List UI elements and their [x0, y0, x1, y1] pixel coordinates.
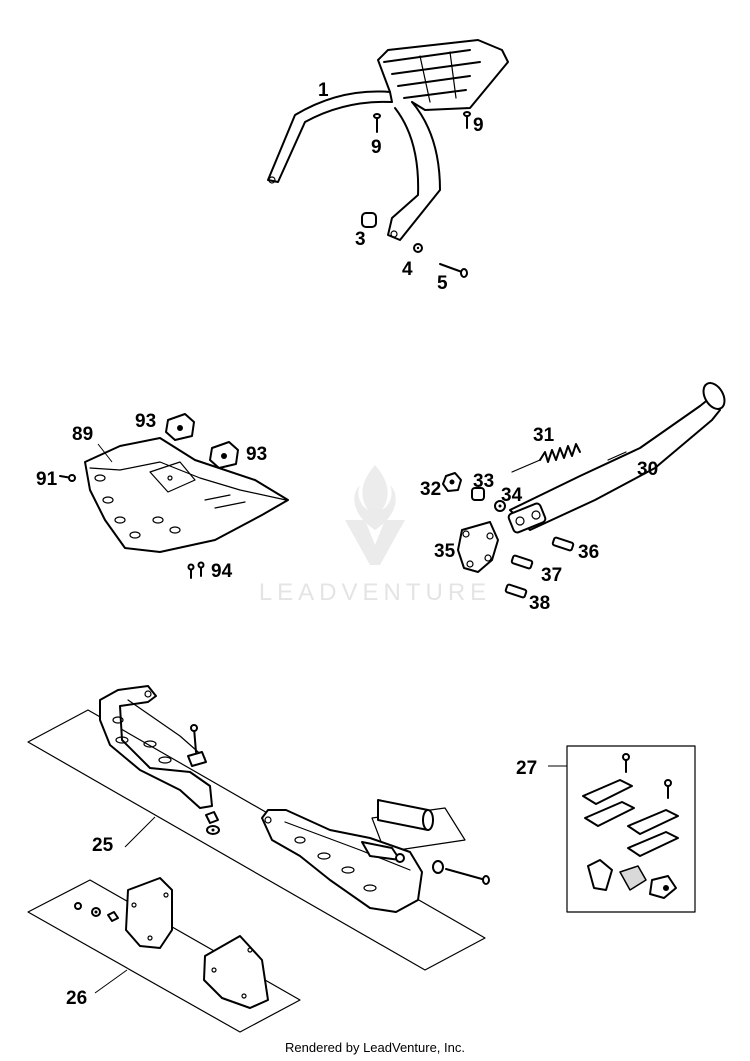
handlebar-section: [371, 799, 466, 853]
skid-plate: [84, 437, 289, 553]
bushing-33: [471, 487, 485, 501]
washer-4: [413, 243, 423, 253]
callout-37: 37: [541, 565, 562, 586]
clamp-set-left: [582, 753, 635, 827]
bolt-9-left: [373, 113, 381, 133]
bolt-9-right: [463, 111, 471, 129]
hand-guard-left-fasteners: [205, 811, 220, 835]
bolt-36: [551, 536, 575, 552]
v-logo-icon: [345, 520, 405, 565]
callout-9-right: 9: [473, 115, 484, 136]
watermark-text: LEADVENTURE: [259, 579, 491, 606]
spacer-3: [361, 212, 377, 228]
callout-5: 5: [437, 273, 448, 294]
bracket-93-top: [165, 413, 195, 441]
callout-31: 31: [533, 425, 555, 446]
nut-32: [442, 472, 462, 492]
leadventure-watermark: LEADVENTURE: [259, 465, 491, 606]
callout-36: 36: [578, 542, 599, 563]
deflector-right: [203, 935, 269, 1009]
deflector-left: [125, 877, 173, 949]
callout-1: 1: [318, 80, 329, 101]
callout-38: 38: [529, 593, 550, 614]
side-stand: [507, 382, 726, 534]
bolt-38: [504, 583, 528, 599]
footer-credit: Rendered by LeadVenture, Inc.: [285, 1040, 465, 1055]
callout-26: 26: [66, 988, 87, 1009]
callout-89: 89: [72, 424, 93, 445]
callout-34: 34: [501, 485, 523, 506]
hand-guard-kit-25: [27, 709, 486, 971]
hand-guard-right: [261, 809, 423, 913]
callout-25: 25: [92, 835, 114, 856]
callout-91: 91: [36, 469, 58, 490]
hand-guard-right-bolt: [432, 860, 490, 885]
screws-94: [187, 561, 205, 579]
flame-logo-icon: [354, 465, 396, 530]
callout-9-left: 9: [371, 137, 382, 158]
rear-carrier-rack: [267, 39, 509, 241]
callout-93-right: 93: [246, 444, 267, 465]
spring-31: [511, 443, 581, 473]
clamp-inserts: [587, 859, 677, 899]
screw-91: [59, 474, 76, 482]
callout-94: 94: [211, 561, 233, 582]
stand-bracket-35: [457, 521, 499, 573]
deflector-fasteners: [74, 902, 119, 922]
bolt-5: [439, 263, 468, 278]
clamp-set-right: [627, 779, 679, 857]
callout-33: 33: [473, 471, 494, 492]
callout-3: 3: [355, 229, 366, 250]
hand-guard-left-bolt: [187, 724, 207, 767]
callout-27: 27: [516, 758, 537, 779]
clamp-kit-27: [548, 745, 696, 913]
washer-34: [494, 500, 506, 512]
callout-93-top: 93: [135, 411, 156, 432]
bolt-37: [510, 554, 534, 570]
callout-32: 32: [420, 479, 441, 500]
bracket-93-right: [209, 441, 239, 469]
callout-4: 4: [402, 259, 413, 280]
callout-30: 30: [637, 459, 658, 480]
callout-35: 35: [434, 541, 456, 562]
deflector-kit-26: [27, 879, 301, 1033]
